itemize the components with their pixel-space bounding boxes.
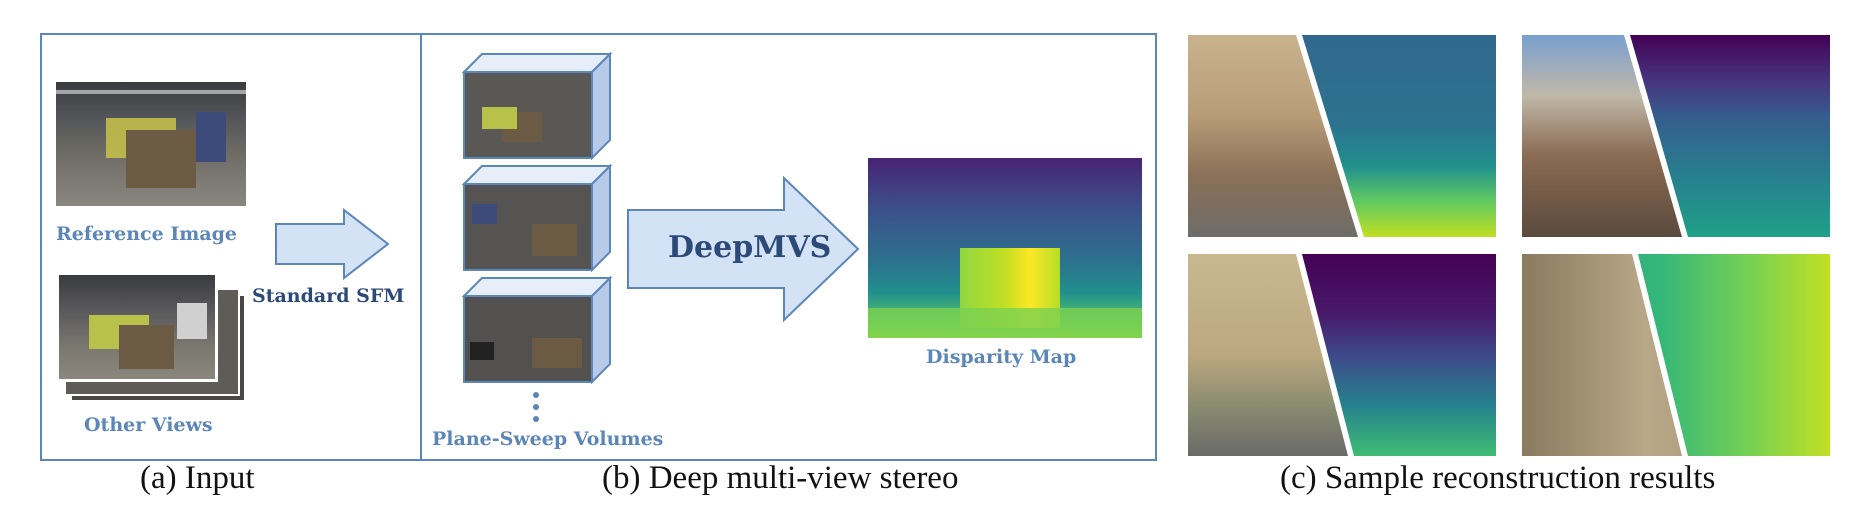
- result-image-1: [1188, 35, 1496, 237]
- other-view-front: [56, 272, 218, 382]
- disparity-map: [868, 158, 1142, 338]
- plane-sweep-volume-2: [462, 164, 612, 272]
- sfm-arrow-icon: [275, 208, 390, 280]
- result-image-4: [1522, 254, 1830, 456]
- plane-sweep-volumes-label: Plane-Sweep Volumes: [432, 428, 664, 450]
- ellipsis-dots: [533, 392, 539, 428]
- deepmvs-label: DeepMVS: [668, 230, 832, 265]
- caption-deep-mvs: (b) Deep multi-view stereo: [602, 460, 959, 496]
- mvs-panel-frame: [420, 33, 1157, 461]
- plane-sweep-volume-1: [462, 52, 612, 160]
- deepmvs-arrow-icon: [627, 176, 860, 322]
- disparity-map-label: Disparity Map: [926, 346, 1077, 368]
- sfm-label: Standard SFM: [252, 285, 405, 307]
- caption-sample-results: (c) Sample reconstruction results: [1280, 460, 1716, 496]
- result-image-2: [1522, 35, 1830, 237]
- other-views-label: Other Views: [84, 414, 213, 436]
- result-image-3: [1188, 254, 1496, 456]
- reference-image-label: Reference Image: [56, 223, 238, 245]
- plane-sweep-volume-3: [462, 276, 612, 384]
- caption-input: (a) Input: [140, 460, 255, 496]
- reference-image: [56, 82, 246, 206]
